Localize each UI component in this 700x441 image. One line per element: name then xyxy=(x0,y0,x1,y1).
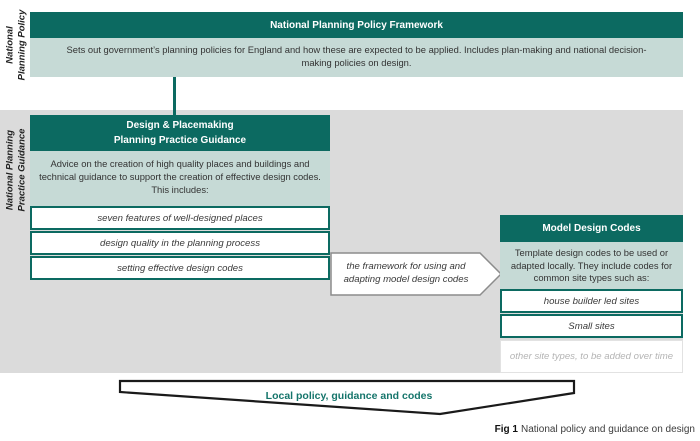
mdc-future-label: other site types, to be added over time xyxy=(509,350,674,362)
design-placemaking-body: Advice on the creation of high quality p… xyxy=(30,151,330,206)
local-policy-banner-label: Local policy, guidance and codes xyxy=(265,390,433,402)
side-label-line: Planning Policy xyxy=(16,9,27,81)
design-item-design-quality: design quality in the planning process xyxy=(30,231,330,255)
design-header-line1: Design & Placemaking xyxy=(126,120,234,132)
mdc-item-house-builder: house builder led sites xyxy=(500,289,683,313)
mdc-item-label: house builder led sites xyxy=(543,295,640,307)
design-item-label: setting effective design codes xyxy=(117,262,243,274)
design-item-seven-features: seven features of well-designed places xyxy=(30,206,330,230)
side-label-line: National Planning xyxy=(4,129,16,211)
flow-arrow-shape xyxy=(330,252,503,296)
side-label-national-planning-practice-guidance: National Planning Practice Guidance xyxy=(5,129,28,212)
mdc-item-other-site-types: other site types, to be added over time xyxy=(500,340,683,373)
model-design-codes-header: Model Design Codes xyxy=(500,215,683,242)
mdc-description: Template design codes to be used or adap… xyxy=(510,247,673,283)
design-item-setting-codes: setting effective design codes xyxy=(30,256,330,280)
mdc-item-label: Small sites xyxy=(568,320,615,332)
connector-line xyxy=(173,77,176,115)
nppf-body: Sets out government’s planning policies … xyxy=(30,38,683,77)
local-policy-chevron-shape xyxy=(118,379,576,416)
nppf-description: Sets out government’s planning policies … xyxy=(66,44,647,68)
design-item-label: design quality in the planning process xyxy=(99,237,260,249)
side-label-line: National xyxy=(4,26,16,64)
caption-fig-number: Fig 1 xyxy=(494,424,518,435)
mdc-item-small-sites: Small sites xyxy=(500,314,683,338)
side-label-line: Practice Guidance xyxy=(16,128,27,212)
side-label-national-planning-policy: National Planning Policy xyxy=(5,10,28,81)
design-placemaking-header: Design & Placemaking Planning Practice G… xyxy=(30,115,330,151)
model-design-codes-body: Template design codes to be used or adap… xyxy=(500,242,683,289)
design-item-label: seven features of well-designed places xyxy=(97,212,263,224)
design-description: Advice on the creation of high quality p… xyxy=(39,158,321,195)
nppf-header: National Planning Policy Framework xyxy=(30,12,683,38)
flow-arrow-label: the framework for using and adapting mod… xyxy=(343,261,469,285)
mdc-title: Model Design Codes xyxy=(542,223,641,234)
caption-text: National policy and guidance on design xyxy=(520,424,695,435)
design-header-line2: Planning Practice Guidance xyxy=(113,134,247,146)
nppf-title: National Planning Policy Framework xyxy=(270,19,443,31)
